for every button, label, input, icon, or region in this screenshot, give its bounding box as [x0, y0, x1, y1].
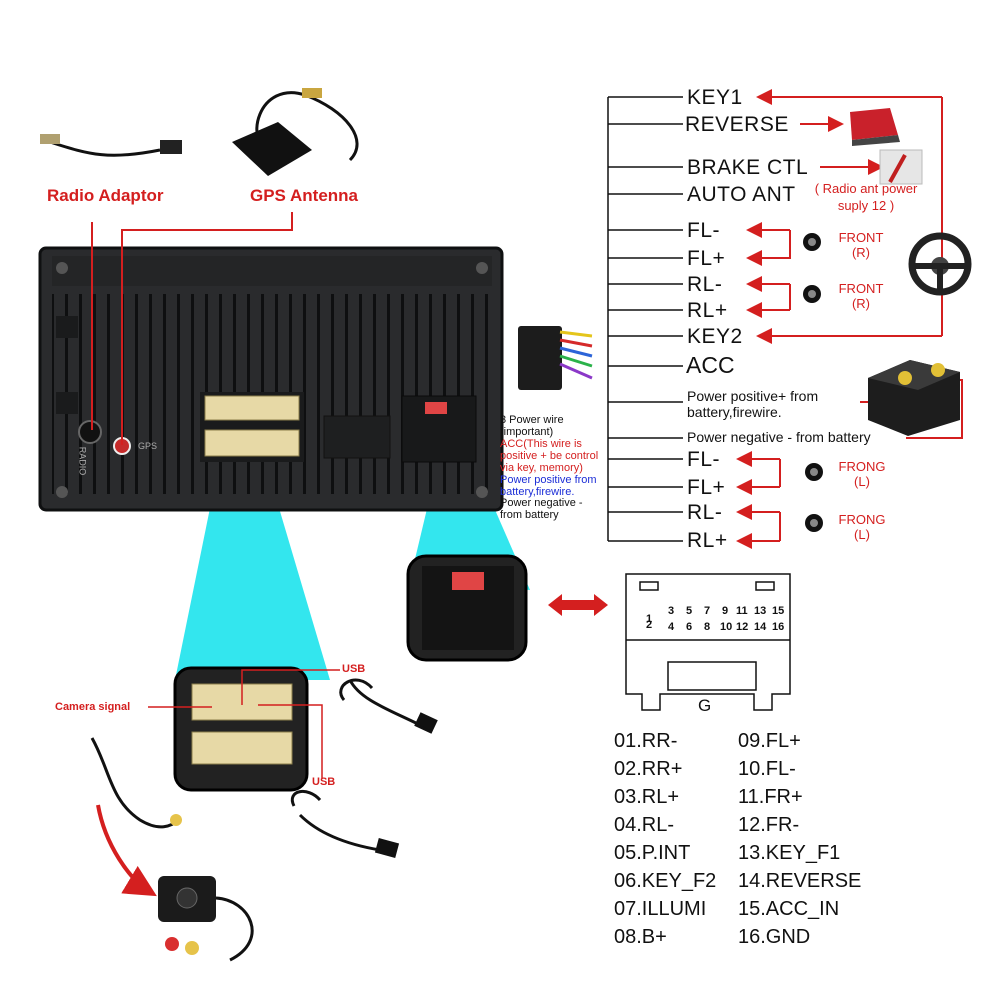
wire-label-rl-minus-front: RL-	[687, 273, 723, 296]
pinout-row: 15.ACC_IN	[738, 898, 840, 920]
pin-label: 11	[736, 605, 748, 617]
power-note-line1: 3 Power wire (important)	[500, 414, 564, 438]
pinout-row: 03.RL+	[614, 786, 680, 808]
pin-label: 12	[736, 621, 749, 633]
pinout-row: 05.P.INT	[614, 842, 691, 864]
wire-label-key1: KEY1	[687, 86, 743, 109]
tail-light-image	[850, 108, 900, 146]
radio-adaptor-cable	[40, 134, 182, 157]
pin-label: 4	[668, 621, 675, 633]
wire-label-fl-minus-front: FL-	[687, 219, 720, 242]
pinout-row: 16.GND	[738, 926, 811, 948]
wire-label-acc: ACC	[686, 352, 735, 378]
magnifier-beam-left	[175, 400, 330, 680]
pin-label: 14	[754, 621, 767, 633]
wire-label-power-negative: Power negative - from battery	[687, 429, 871, 445]
usb-label-bottom: USB	[312, 776, 336, 788]
camera-cable	[90, 737, 254, 962]
pin-label: 9	[722, 605, 729, 617]
wire-label-power-positive: Power positive+ from battery,firewire.	[687, 388, 819, 420]
pinout-row: 13.KEY_F1	[738, 842, 841, 864]
wire-label-fl-minus-rear: FL-	[687, 448, 720, 471]
pin-label: 13	[754, 605, 767, 617]
double-arrow	[548, 594, 608, 616]
speaker-label-frong-l-1: FRONG (L)	[838, 459, 886, 489]
wire-label-rl-plus-rear: RL+	[687, 529, 728, 552]
pinout-row: 01.RR-	[614, 730, 678, 752]
power-note-line4: Power negative - from battery	[500, 497, 583, 521]
magnified-power-connector	[406, 554, 528, 662]
pinout-row: 12.FR-	[738, 814, 800, 836]
pinout-row: 09.FL+	[738, 730, 801, 752]
gps-port-marking: GPS	[138, 441, 158, 451]
auto-ant-note: ( Radio ant power suply 12 )	[814, 181, 918, 213]
gps-antenna	[232, 88, 359, 176]
pin-label: 6	[686, 621, 693, 633]
wire-label-fl-plus-rear: FL+	[687, 476, 726, 499]
gps-antenna-label: GPS Antenna	[250, 186, 358, 205]
harness-plug	[518, 326, 593, 390]
pinout-row: 14.REVERSE	[738, 870, 862, 892]
pinout-row: 10.FL-	[738, 758, 796, 780]
magnified-camera-usb-connector	[173, 666, 309, 792]
usb-label-top: USB	[342, 663, 366, 675]
radio-port-marking: RADIO	[77, 446, 88, 476]
pin-label: 7	[704, 605, 711, 617]
iso-connector-outline	[625, 573, 791, 711]
wire-label-rl-plus-front: RL+	[687, 299, 728, 322]
steering-wheel-image	[908, 232, 972, 296]
wire-label-reverse: REVERSE	[685, 113, 789, 136]
camera-signal-label: Camera signal	[55, 701, 131, 713]
wire-label-key2: KEY2	[687, 325, 743, 348]
pinout-row: 08.B+	[614, 926, 667, 948]
pinout-row: 06.KEY_F2	[614, 870, 717, 892]
speaker-label-front-r-1: FRONT (R)	[838, 230, 884, 260]
pinout-row: 02.RR+	[614, 758, 683, 780]
head-unit-back	[38, 246, 504, 512]
usb-cables	[290, 678, 438, 858]
pinout-row: 07.ILLUMI	[614, 898, 707, 920]
pin-label: 15	[772, 605, 785, 617]
power-note-line2: ACC(This wire is positive + be control v…	[500, 438, 599, 474]
brake-pedal-image	[879, 149, 923, 185]
battery-image	[868, 360, 960, 436]
speaker-label-front-r-2: FRONT (R)	[838, 281, 884, 311]
wire-label-rl-minus-rear: RL-	[687, 501, 723, 524]
callout-lines	[148, 669, 340, 778]
pin-label: 2	[646, 619, 653, 631]
wire-label-fl-plus-front: FL+	[687, 247, 726, 270]
wire-label-auto-ant: AUTO ANT	[687, 183, 796, 206]
pinout-row: 04.RL-	[614, 814, 675, 836]
pin-label: 3	[668, 605, 675, 617]
pin-label: 8	[704, 621, 711, 633]
pin-label: 1	[646, 613, 653, 625]
pin-label: 5	[686, 605, 693, 617]
pinout-row: 11.FR+	[738, 786, 803, 808]
pin-label: 10	[720, 621, 733, 633]
speaker-icons	[803, 233, 823, 532]
radio-adaptor-label: Radio Adaptor	[47, 186, 164, 205]
speaker-label-frong-l-2: FRONG (L)	[838, 512, 886, 542]
power-note-line3: Power positive from battery,firewire.	[500, 474, 597, 498]
wire-label-brake-ctl: BRAKE CTL	[687, 156, 809, 179]
pin-label: 16	[772, 621, 785, 633]
ground-label: G	[698, 696, 712, 715]
wire-bracket	[607, 96, 683, 542]
